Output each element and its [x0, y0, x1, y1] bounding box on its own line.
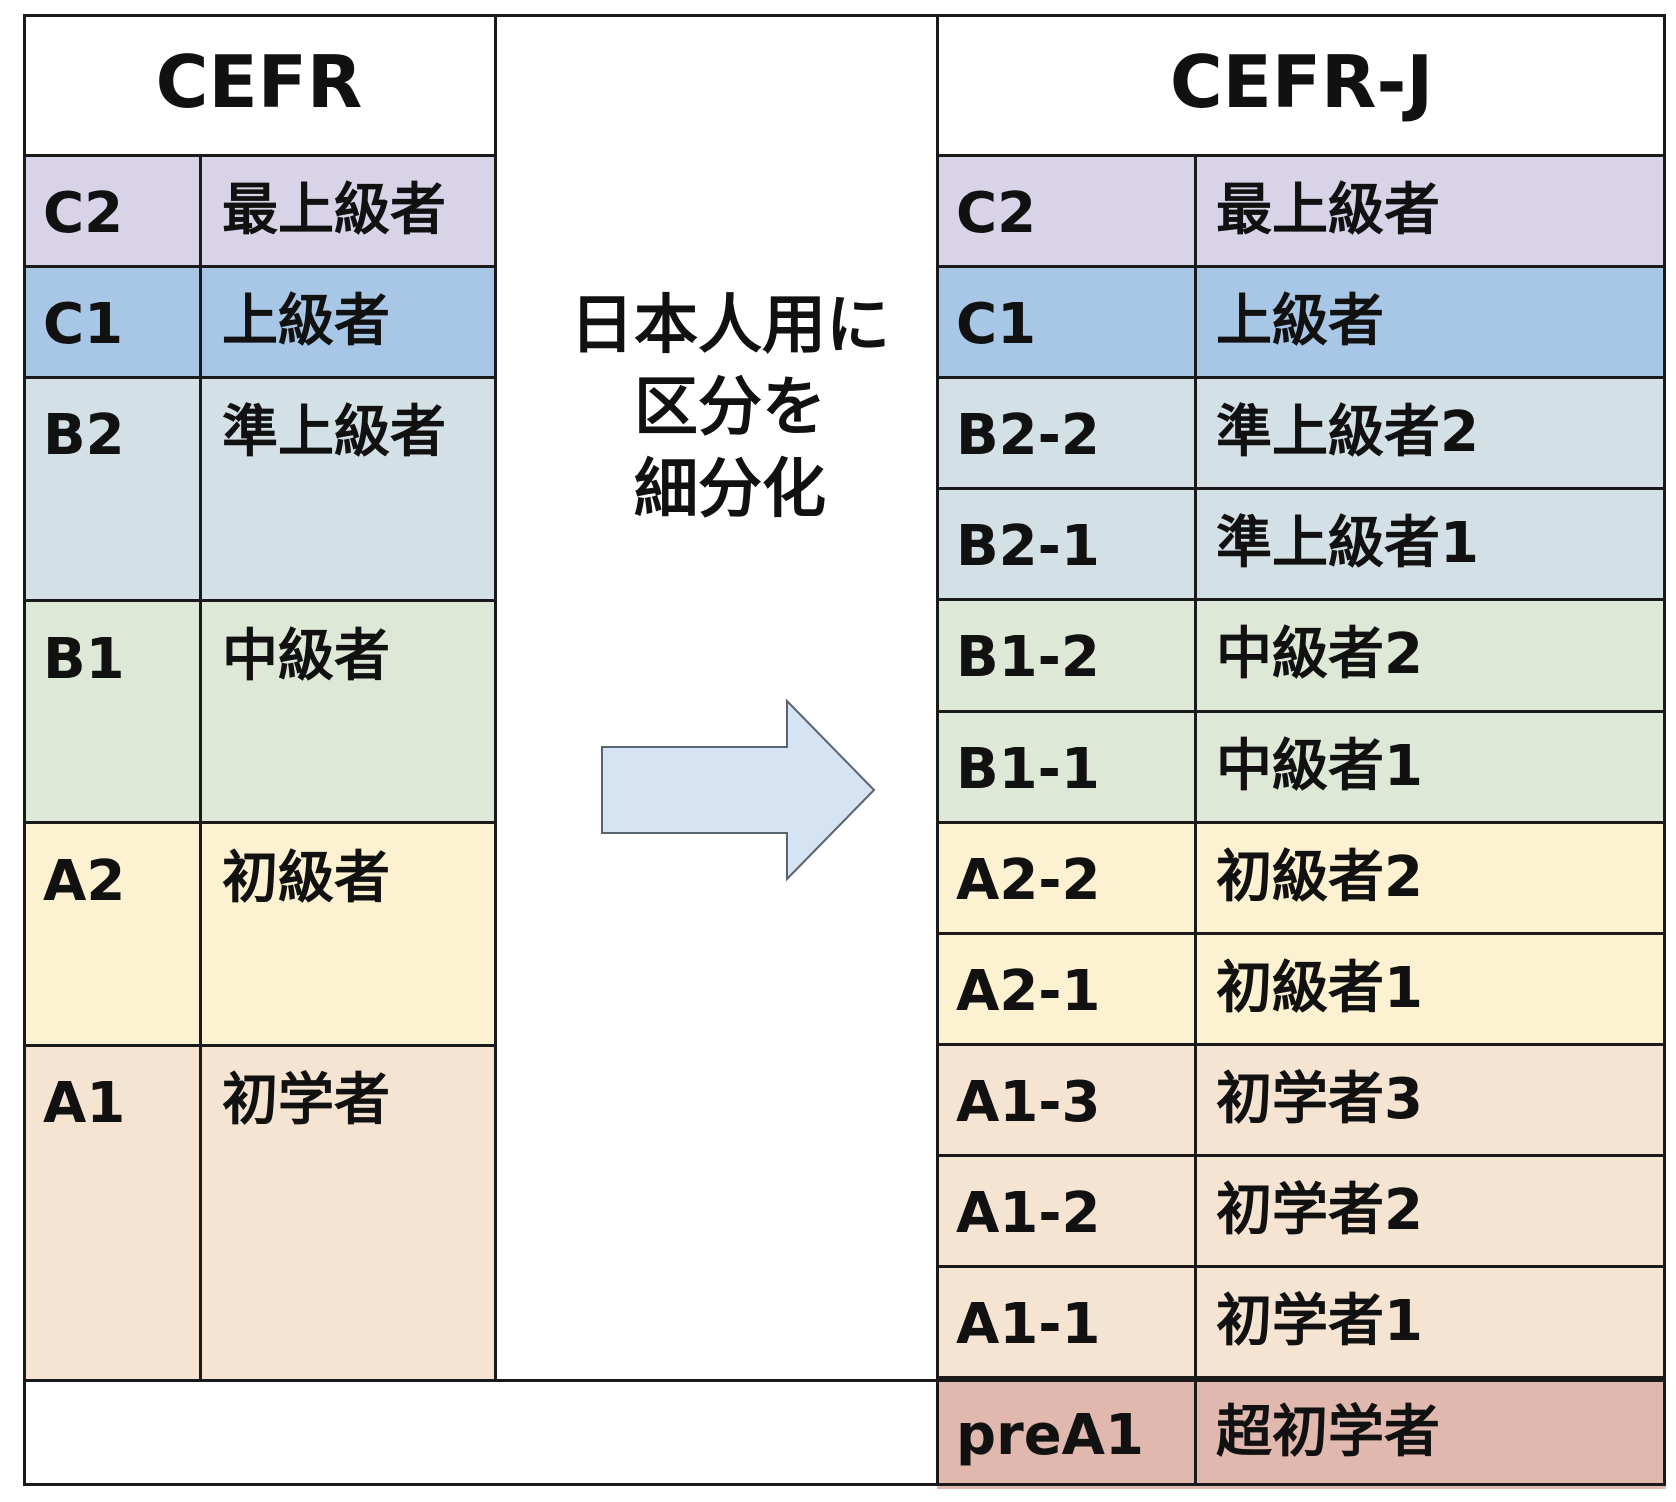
right-row-code: B2-1: [956, 514, 1100, 580]
right-row: [937, 266, 1666, 379]
caption-line-1: 日本人用に: [570, 289, 890, 363]
left-table-right-border: [494, 14, 497, 1380]
right-row-label: 初学者1: [1216, 1289, 1423, 1354]
left-row-label: 準上級者: [222, 400, 446, 465]
right-row: [937, 488, 1666, 601]
diagram-border: [23, 14, 1666, 1486]
right-row: [937, 1377, 1666, 1490]
right-row-label: 初級者2: [1216, 844, 1423, 910]
left-row-label: 中級者: [222, 624, 390, 689]
right-row-divider: [936, 487, 1666, 491]
right-row-code: C1: [956, 292, 1037, 358]
left-row-c1: [23, 266, 495, 377]
left-code-divider: [199, 155, 202, 1380]
right-row-code: B2-2: [956, 403, 1100, 469]
right-row-divider: [936, 598, 1666, 602]
right-row-code: B1-1: [956, 736, 1100, 802]
left-row-code: A2: [43, 849, 126, 914]
left-row-code: C1: [43, 292, 124, 357]
right-row-divider: [936, 265, 1666, 269]
right-row-divider: [936, 820, 1666, 824]
right-row-code: A2-1: [956, 958, 1101, 1024]
right-table-title: CEFR-J: [1169, 40, 1434, 124]
right-code-divider: [1194, 155, 1197, 1486]
right-row-code: A1-1: [956, 1292, 1101, 1357]
left-row-b2: [23, 377, 495, 600]
right-row-code: B1-2: [956, 625, 1100, 691]
left-row-a1: [23, 1045, 495, 1379]
left-row-b1: [23, 600, 495, 822]
right-row-label: 中級者1: [1216, 733, 1423, 799]
left-row-divider: [23, 376, 496, 379]
right-header-divider: [936, 154, 1666, 157]
right-table-left-border: [936, 14, 939, 1486]
right-row: [937, 821, 1666, 934]
left-row-code: B2: [43, 403, 125, 468]
caption-line-2: 区分を: [634, 371, 826, 445]
left-row-a2: [23, 822, 495, 1045]
caption-line-3: 細分化: [634, 453, 826, 527]
right-row: [937, 155, 1666, 268]
right-row-divider: [936, 1153, 1666, 1157]
right-row: [937, 710, 1666, 823]
right-row-label: 最上級者: [1216, 178, 1440, 243]
left-row-divider: [23, 599, 496, 602]
right-row-label: 上級者: [1216, 289, 1384, 355]
bottom-divider: [23, 1379, 1666, 1382]
right-row-code: A1-2: [956, 1180, 1101, 1246]
left-row-c2: [23, 155, 495, 266]
right-row-label: 初学者3: [1216, 1066, 1423, 1132]
left-row-label: 最上級者: [222, 178, 446, 243]
right-row-divider: [936, 1042, 1666, 1046]
left-header-divider: [23, 154, 496, 157]
left-row-label: 初学者: [222, 1068, 390, 1133]
left-row-divider: [23, 821, 496, 824]
right-row: [937, 1154, 1666, 1267]
right-row-divider: [936, 709, 1666, 713]
right-row: [937, 1266, 1666, 1379]
right-row-label: 初学者2: [1216, 1177, 1423, 1243]
right-row-label: 準上級者1: [1216, 511, 1479, 577]
right-row-code: A2-2: [956, 847, 1101, 913]
right-row-label: 準上級者2: [1216, 400, 1479, 466]
left-row-label: 上級者: [222, 289, 390, 354]
right-row-label: 中級者2: [1216, 622, 1423, 688]
left-row-divider: [23, 265, 496, 268]
right-row: [937, 599, 1666, 712]
right-row-code: C2: [956, 181, 1037, 246]
right-row-divider: [936, 1376, 1666, 1380]
right-row-label: 超初学者: [1216, 1400, 1440, 1466]
right-row: [937, 932, 1666, 1045]
left-row-code: A1: [43, 1071, 126, 1136]
left-row-label: 初級者: [222, 846, 390, 911]
right-row-divider: [936, 376, 1666, 380]
left-row-code: B1: [43, 627, 125, 692]
left-row-divider: [23, 1044, 496, 1047]
left-row-code: C2: [43, 181, 124, 246]
left-table-title: CEFR: [155, 40, 363, 124]
right-row: [937, 377, 1666, 490]
right-row-label: 初級者1: [1216, 955, 1423, 1021]
right-row-divider: [936, 1265, 1666, 1268]
subdivision-caption: 日本人用に 区分を 細分化: [500, 285, 960, 531]
right-row: [937, 1043, 1666, 1156]
right-arrow-icon: [601, 698, 876, 882]
right-row-code: preA1: [956, 1403, 1144, 1469]
right-row-divider: [936, 931, 1666, 935]
right-row-code: A1-3: [956, 1069, 1101, 1135]
